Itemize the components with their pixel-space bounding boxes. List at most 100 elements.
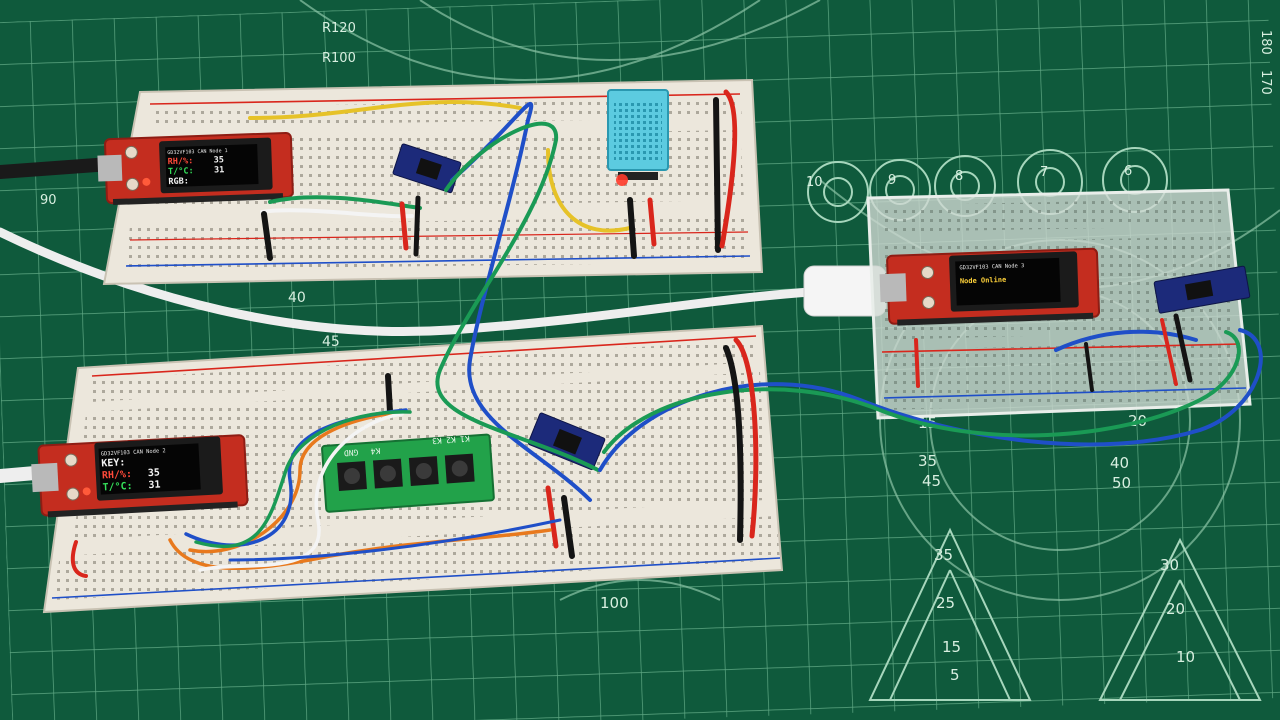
keypad-buttons	[337, 453, 475, 491]
keypad-label-gnd: GND	[343, 448, 358, 458]
wire-black-1	[261, 211, 273, 261]
wire-black-node3b	[1084, 342, 1094, 392]
mat-circle-label-40: 40	[1110, 454, 1129, 472]
mat-target-label-7: 7	[1040, 165, 1048, 180]
mat-circle-label-35: 35	[918, 452, 937, 470]
wire-black-sensor	[627, 197, 637, 259]
mat-circle-label-45: 45	[922, 472, 941, 490]
keypad-label-k4: K4	[370, 446, 380, 456]
mat-circle-label-50: 50	[1112, 474, 1131, 492]
mat-tri-label-30: 30	[1160, 556, 1179, 574]
mat-tri-label-35: 35	[934, 546, 953, 564]
mat-tri-label-15: 15	[942, 638, 961, 656]
wire-black-rail-2	[723, 345, 744, 543]
wire-red-sensor	[647, 197, 657, 247]
mat-ring-label-40: 40	[288, 290, 306, 306]
wire-black-top-bb2	[385, 373, 393, 415]
mat-arcs	[299, 0, 1280, 601]
lcd-screen-node3	[955, 257, 1061, 306]
wire-red-bb2-mid	[545, 485, 559, 549]
mcu-board-node2: GD32VF103 CAN Node 2 KEY:RH/%: 35T/°C: 31	[31, 434, 249, 518]
wire-green-2	[194, 410, 412, 549]
wire-black-node3	[1173, 313, 1193, 383]
boot-button-node1	[125, 177, 139, 191]
wire-red-rail-1	[719, 89, 738, 249]
mat-label-left-tick: 90	[40, 193, 57, 208]
boot-button-node3	[922, 296, 936, 310]
wire-black-bb2-mid	[561, 495, 575, 559]
usb-cable-node3	[0, 227, 815, 337]
mat-label-top-right: 180	[1258, 30, 1273, 55]
keypad-label-k1: K1	[460, 434, 470, 444]
can-transceiver-3	[1153, 265, 1251, 314]
lcd-row-value: 31	[148, 479, 161, 491]
lcd-row-label: KEY:	[101, 457, 126, 469]
keypad-label-k3: K3	[432, 436, 442, 446]
keypad-label-k2: K2	[446, 435, 456, 445]
header-pins-node2	[47, 501, 238, 518]
mat-target-label-8: 8	[955, 169, 963, 184]
lcd-status-node3: Node Online	[960, 276, 1007, 286]
header-pins-node1	[112, 193, 284, 206]
mat-label-bottom: 100	[600, 594, 629, 612]
dht11-sensor	[607, 89, 669, 186]
reset-button-node2	[64, 453, 78, 467]
lcd-row-label: T/°C:	[102, 481, 133, 494]
lcd-row-label: RH/%:	[168, 156, 194, 167]
reset-button-node1	[124, 145, 138, 159]
wire-white-1	[260, 208, 414, 219]
mat-label-left-2: R100	[322, 51, 356, 66]
wire-red-bb2-left	[70, 540, 88, 578]
header-pins-node3	[897, 312, 1094, 326]
usb-port-node2	[31, 462, 59, 493]
mat-triangles	[868, 527, 1262, 701]
mat-target-label-6: 6	[1124, 164, 1132, 179]
mcu-board-node3: GD32VF103 CAN Node 3 Node Online	[879, 247, 1101, 326]
lcd-title-node2: GD32VF103 CAN Node 2	[101, 448, 166, 457]
wire-green-long	[602, 330, 1241, 454]
sensor-led	[616, 174, 628, 186]
mat-label-left-1: R120	[322, 21, 356, 36]
usb-cable-node1	[0, 157, 117, 179]
can-transceiver-1	[392, 143, 462, 194]
power-led-node1	[142, 177, 151, 186]
lcd-title-node1: GD32VF103 CAN Node 1	[167, 148, 227, 156]
wire-orange-2	[188, 410, 402, 554]
wire-white-2	[198, 412, 404, 572]
mat-label-right-edge: 170	[1258, 70, 1273, 95]
wire-green-1	[268, 195, 422, 210]
keypad-module: GND K4 K3 K2 K1	[321, 433, 495, 513]
wire-red-1	[399, 201, 409, 251]
usb-port-node3	[879, 273, 907, 303]
jumper-wires	[70, 89, 1263, 578]
lcd-screen-node2	[98, 443, 201, 495]
mat-ring-label-45: 45	[322, 334, 340, 350]
wire-red-node3	[1160, 318, 1178, 386]
boot-button-node2	[66, 487, 80, 501]
lcd-row-label: T/°C:	[168, 166, 194, 177]
mat-target-label-9: 9	[888, 173, 896, 188]
wire-black-rail-1	[713, 97, 721, 253]
reset-button-node3	[921, 266, 935, 280]
mat-tri-label-25: 25	[936, 594, 955, 612]
wire-green-bus	[435, 121, 600, 472]
wire-blue-3	[228, 518, 562, 562]
usb-port-node1	[97, 154, 123, 182]
lcd-row-value: 35	[148, 467, 161, 479]
wire-yellow-top	[248, 99, 522, 120]
wire-red-rail-2	[733, 337, 759, 539]
wire-red-node3-rail	[914, 338, 920, 388]
mat-tri-label-10: 10	[1176, 648, 1195, 666]
lcd-row-value: 31	[214, 165, 225, 175]
lcd-screen-node1	[165, 143, 259, 188]
power-led-node2	[82, 487, 91, 496]
can-transceiver-2	[527, 412, 606, 471]
mat-tri-label-5: 5	[950, 666, 960, 684]
lcd-row-label: RGB:	[168, 176, 189, 187]
lcd-title-node3: GD32VF103 CAN Node 3	[959, 263, 1024, 271]
lcd-row-label: RH/%:	[102, 469, 133, 482]
mat-tri-label-20: 20	[1166, 600, 1185, 618]
